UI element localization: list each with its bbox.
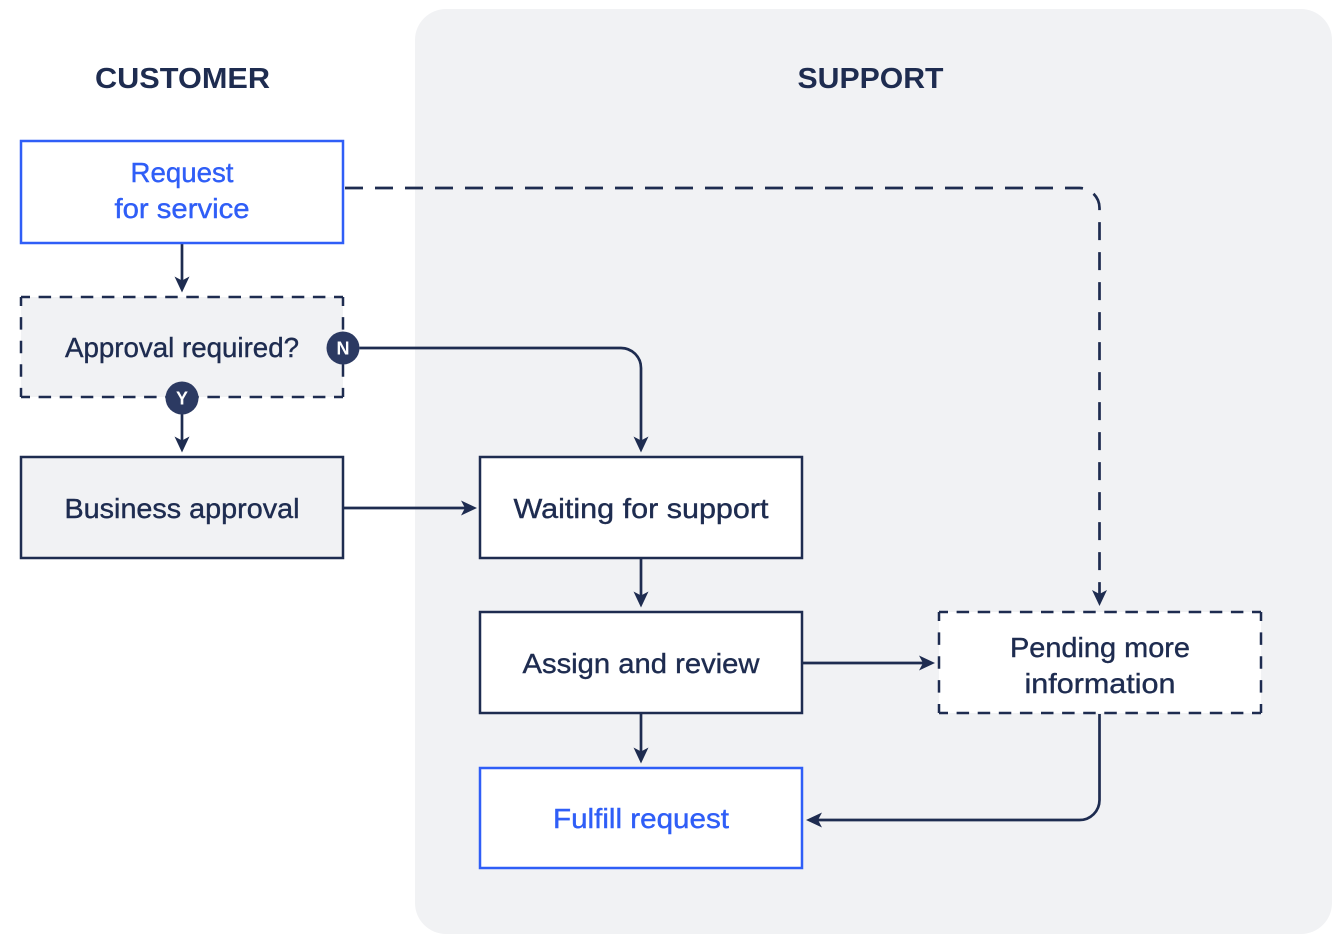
svg-text:information: information	[1025, 668, 1176, 699]
svg-text:Waiting for support: Waiting for support	[514, 493, 769, 524]
svg-text:Assign and review: Assign and review	[523, 648, 761, 679]
svg-text:CUSTOMER: CUSTOMER	[95, 63, 270, 95]
svg-text:N: N	[337, 339, 350, 359]
svg-text:Business approval: Business approval	[65, 493, 300, 524]
svg-text:SUPPORT: SUPPORT	[798, 63, 945, 95]
svg-text:Approval required?: Approval required?	[65, 332, 299, 363]
svg-text:Y: Y	[176, 389, 188, 409]
svg-text:Request: Request	[131, 157, 234, 188]
svg-text:for service: for service	[115, 193, 250, 224]
svg-text:Fulfill request: Fulfill request	[553, 803, 729, 834]
svg-text:Pending more: Pending more	[1010, 632, 1190, 663]
